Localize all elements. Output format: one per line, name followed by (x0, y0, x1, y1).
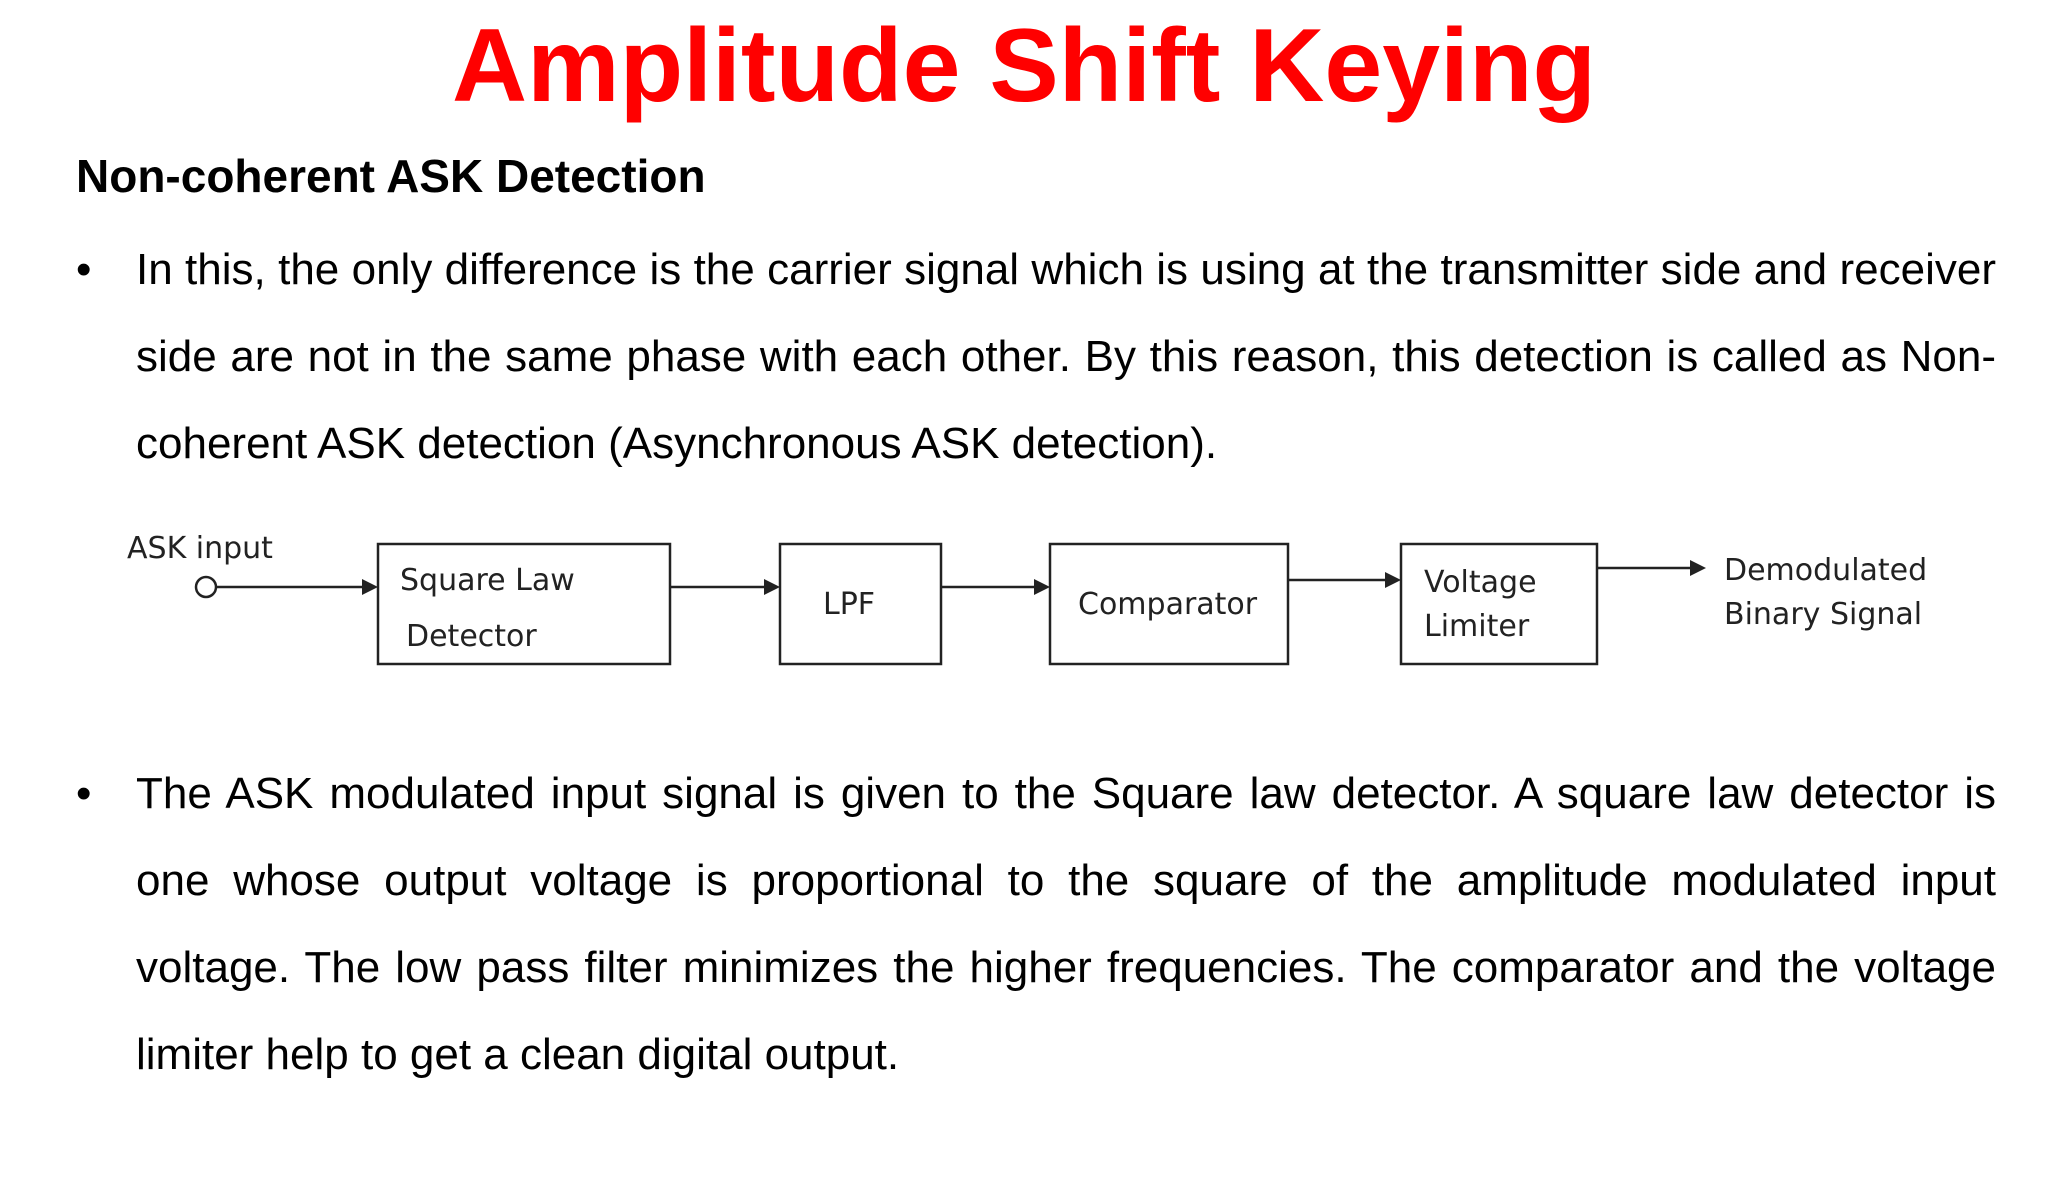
diagram-output-label-1: Demodulated (1724, 553, 1927, 588)
input-terminal (194, 575, 218, 599)
block-square-law-label-2: Detector (406, 619, 537, 654)
block-diagram: ASK input Square Law Detector LPF Compar… (127, 531, 1927, 666)
bullet-marker: • (76, 769, 92, 818)
bullet-item-2: • The ASK modulated input signal is give… (76, 750, 1996, 1098)
block-square-law-label-1: Square Law (400, 563, 575, 598)
block-lpf (778, 542, 943, 666)
arrow-into-lpf (764, 579, 780, 595)
bullet-text: In this, the only difference is the carr… (136, 245, 1996, 468)
block-voltage-limiter-label-1: Voltage (1424, 565, 1537, 600)
bullet-marker: • (76, 245, 92, 294)
arrow-into-detector (362, 579, 378, 595)
block-comparator-label: Comparator (1078, 587, 1258, 622)
arrow-into-comparator (1034, 579, 1050, 595)
section-heading: Non-coherent ASK Detection (76, 150, 706, 202)
diagram-input-label: ASK input (127, 531, 273, 566)
arrow-to-output (1690, 560, 1706, 576)
bullet-text: The ASK modulated input signal is given … (136, 769, 1996, 1079)
block-comparator (1048, 542, 1290, 666)
arrow-into-limiter (1385, 572, 1401, 588)
diagram-output-label-2: Binary Signal (1724, 597, 1922, 632)
page-title: Amplitude Shift Keying (452, 8, 1596, 124)
block-lpf-label: LPF (823, 587, 875, 622)
bullet-item-1: • In this, the only difference is the ca… (76, 226, 1996, 487)
block-voltage-limiter (1399, 542, 1599, 666)
block-voltage-limiter-label-2: Limiter (1424, 609, 1530, 644)
block-square-law-detector (376, 542, 672, 666)
